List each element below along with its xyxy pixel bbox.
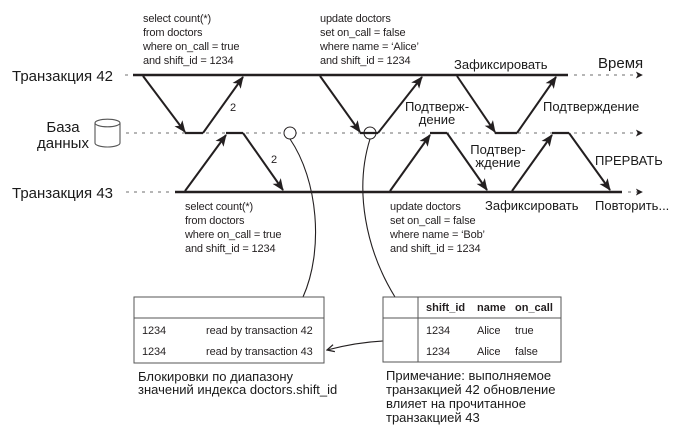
time-axis-label: Время bbox=[598, 55, 643, 72]
lane-label-transaction-43: Транзакция 43 bbox=[12, 185, 113, 202]
code-line: update doctors bbox=[320, 13, 391, 25]
doctors-caption-line4: транзакцией 43 bbox=[386, 410, 480, 425]
table-cell: read by transaction 42 bbox=[206, 325, 313, 337]
column-header-on-call: on_call bbox=[515, 302, 553, 314]
column-header-shift-id: shift_id bbox=[426, 302, 465, 314]
code-line: set on_call = false bbox=[390, 215, 476, 227]
message-t43-update bbox=[389, 131, 488, 192]
range-lock-caption-line2: значений индекса doctors.shift_id bbox=[138, 382, 337, 397]
lane-label-database-line2: данных bbox=[37, 135, 89, 152]
doctors-caption-line3: влияет на прочитанное bbox=[386, 396, 526, 411]
code-line: select count(*) bbox=[143, 13, 211, 25]
code-line: where name = ‘Bob’ bbox=[389, 229, 485, 241]
code-line: update doctors bbox=[390, 201, 461, 213]
range-lock-caption-line1: Блокировки по диапазону bbox=[138, 369, 294, 384]
code-block-t43-select: select count(*) from doctors where on_ca… bbox=[184, 201, 282, 255]
code-block-t42-update: update doctors set on_call = false where… bbox=[319, 13, 419, 67]
table-row: 1234 Alice false bbox=[426, 346, 538, 358]
code-line: select count(*) bbox=[185, 201, 253, 213]
code-line: where name = ‘Alice’ bbox=[319, 41, 419, 53]
table-cell: 1234 bbox=[142, 346, 166, 358]
code-line: and shift_id = 1234 bbox=[143, 55, 233, 67]
circle-marker-icon bbox=[363, 126, 377, 140]
table-cell: false bbox=[515, 346, 538, 358]
message-t43-select bbox=[184, 131, 284, 192]
table-cell: Alice bbox=[477, 346, 500, 358]
table-cell: true bbox=[515, 325, 534, 337]
doctors-table: shift_id name on_call 1234 Alice true 12… bbox=[382, 296, 562, 363]
retry-label-t43: Повторить... bbox=[595, 198, 669, 213]
code-block-t43-update: update doctors set on_call = false where… bbox=[389, 201, 485, 255]
code-line: and shift_id = 1234 bbox=[185, 243, 275, 255]
connector-t42-write-to-doctors-table bbox=[362, 138, 396, 298]
code-line: from doctors bbox=[143, 27, 203, 39]
column-header-name: name bbox=[477, 302, 506, 314]
ack-label-t43-update-line1: Подтвер- bbox=[470, 142, 525, 157]
lane-label-transaction-42: Транзакция 42 bbox=[12, 68, 113, 85]
table-row: 1234 read by transaction 42 bbox=[142, 325, 313, 337]
code-line: and shift_id = 1234 bbox=[320, 55, 410, 67]
step-label-t42-select: 2 bbox=[230, 102, 236, 114]
ack-label-t42-commit: Подтверждение bbox=[543, 99, 639, 114]
commit-label-t42: Зафиксировать bbox=[454, 57, 548, 72]
table-cell: 1234 bbox=[426, 346, 450, 358]
table-row: 1234 read by transaction 43 bbox=[142, 346, 313, 358]
table-header-row: shift_id name on_call bbox=[426, 302, 553, 314]
table-cell: 1234 bbox=[426, 325, 450, 337]
message-t42-commit bbox=[456, 75, 557, 135]
lane-label-database-line1: База bbox=[46, 119, 80, 136]
table-cell: 1234 bbox=[142, 325, 166, 337]
code-line: where on_call = true bbox=[142, 41, 239, 53]
commit-label-t43: Зафиксировать bbox=[485, 198, 579, 213]
database-icon bbox=[94, 118, 121, 148]
code-line: from doctors bbox=[185, 215, 245, 227]
table-cell: read by transaction 43 bbox=[206, 346, 313, 358]
code-line: where on_call = true bbox=[184, 229, 281, 241]
connector-doctors-to-lock-row bbox=[327, 340, 384, 350]
abort-label-t43: ПРЕРВАТЬ bbox=[595, 153, 663, 168]
table-cell: Alice bbox=[477, 325, 500, 337]
circle-marker-icon bbox=[283, 126, 297, 140]
step-label-t43-select: 2 bbox=[271, 154, 277, 166]
code-block-t42-select: select count(*) from doctors where on_ca… bbox=[142, 13, 240, 67]
doctors-caption-line1: Примечание: выполняемое bbox=[386, 368, 551, 383]
ack-label-t42-update-line2: дение bbox=[419, 112, 456, 127]
connector-t43-read-to-lock-table bbox=[289, 138, 317, 298]
message-t43-commit bbox=[511, 131, 611, 192]
code-line: and shift_id = 1234 bbox=[390, 243, 480, 255]
ack-label-t42-update-line1: Подтверж- bbox=[405, 99, 469, 114]
ack-label-t43-update-line2: ждение bbox=[475, 155, 520, 170]
doctors-caption-line2: транзакцией 42 обновление bbox=[386, 382, 556, 397]
table-row: 1234 Alice true bbox=[426, 325, 534, 337]
code-line: set on_call = false bbox=[320, 27, 406, 39]
message-t42-update bbox=[319, 75, 423, 135]
message-t42-select bbox=[142, 75, 244, 135]
range-lock-table: 1234 read by transaction 42 1234 read by… bbox=[133, 296, 325, 364]
